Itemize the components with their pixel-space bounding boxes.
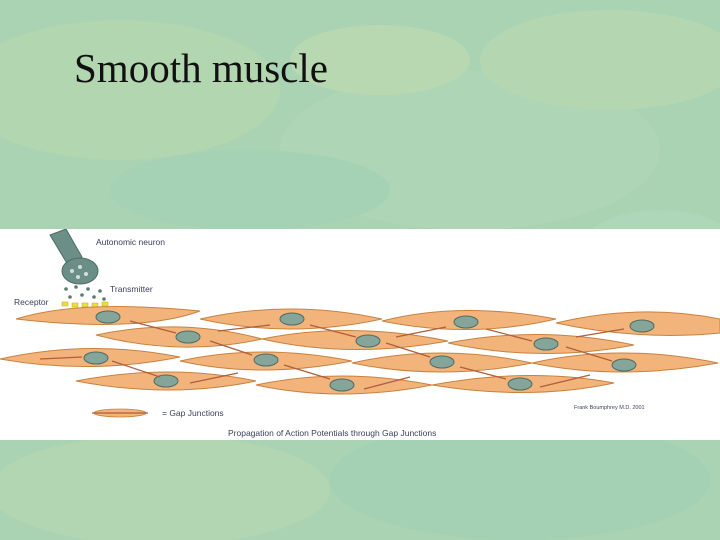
transmitter-label: Transmitter bbox=[110, 284, 153, 294]
cell-nucleus bbox=[329, 378, 355, 392]
cell-nucleus bbox=[175, 330, 201, 344]
gap-junction-legend-label: = Gap Junctions bbox=[162, 408, 224, 418]
cell-nucleus bbox=[429, 355, 455, 369]
cell-nucleus bbox=[629, 319, 655, 333]
autonomic-neuron bbox=[49, 229, 99, 285]
cell-nucleus bbox=[83, 351, 109, 365]
cell-nucleus bbox=[611, 358, 637, 372]
cell-nucleus bbox=[253, 353, 279, 367]
figure-credit: Frank Boumphrey M.D. 2001 bbox=[574, 405, 645, 411]
smooth-muscle-diagram: Autonomic neuron Transmitter Receptor bbox=[0, 229, 720, 440]
cell-nucleus bbox=[507, 377, 533, 391]
gap-junctions bbox=[39, 320, 625, 390]
autonomic-neuron-label: Autonomic neuron bbox=[96, 237, 165, 247]
cell-nucleus bbox=[279, 312, 305, 326]
figure-caption: Propagation of Action Potentials through… bbox=[228, 428, 436, 438]
gap-junction-legend: = Gap Junctions bbox=[92, 408, 224, 418]
nuclei bbox=[83, 310, 655, 392]
receptor-label: Receptor bbox=[14, 297, 49, 307]
cell-nucleus bbox=[355, 334, 381, 348]
transmitter-molecules bbox=[64, 285, 106, 301]
muscle-cell bbox=[261, 330, 449, 350]
cell-nucleus bbox=[95, 310, 121, 324]
cell-nucleus bbox=[533, 337, 559, 351]
cell-nucleus bbox=[453, 315, 479, 329]
slide-title: Smooth muscle bbox=[74, 45, 328, 91]
cell-nucleus bbox=[153, 374, 179, 388]
